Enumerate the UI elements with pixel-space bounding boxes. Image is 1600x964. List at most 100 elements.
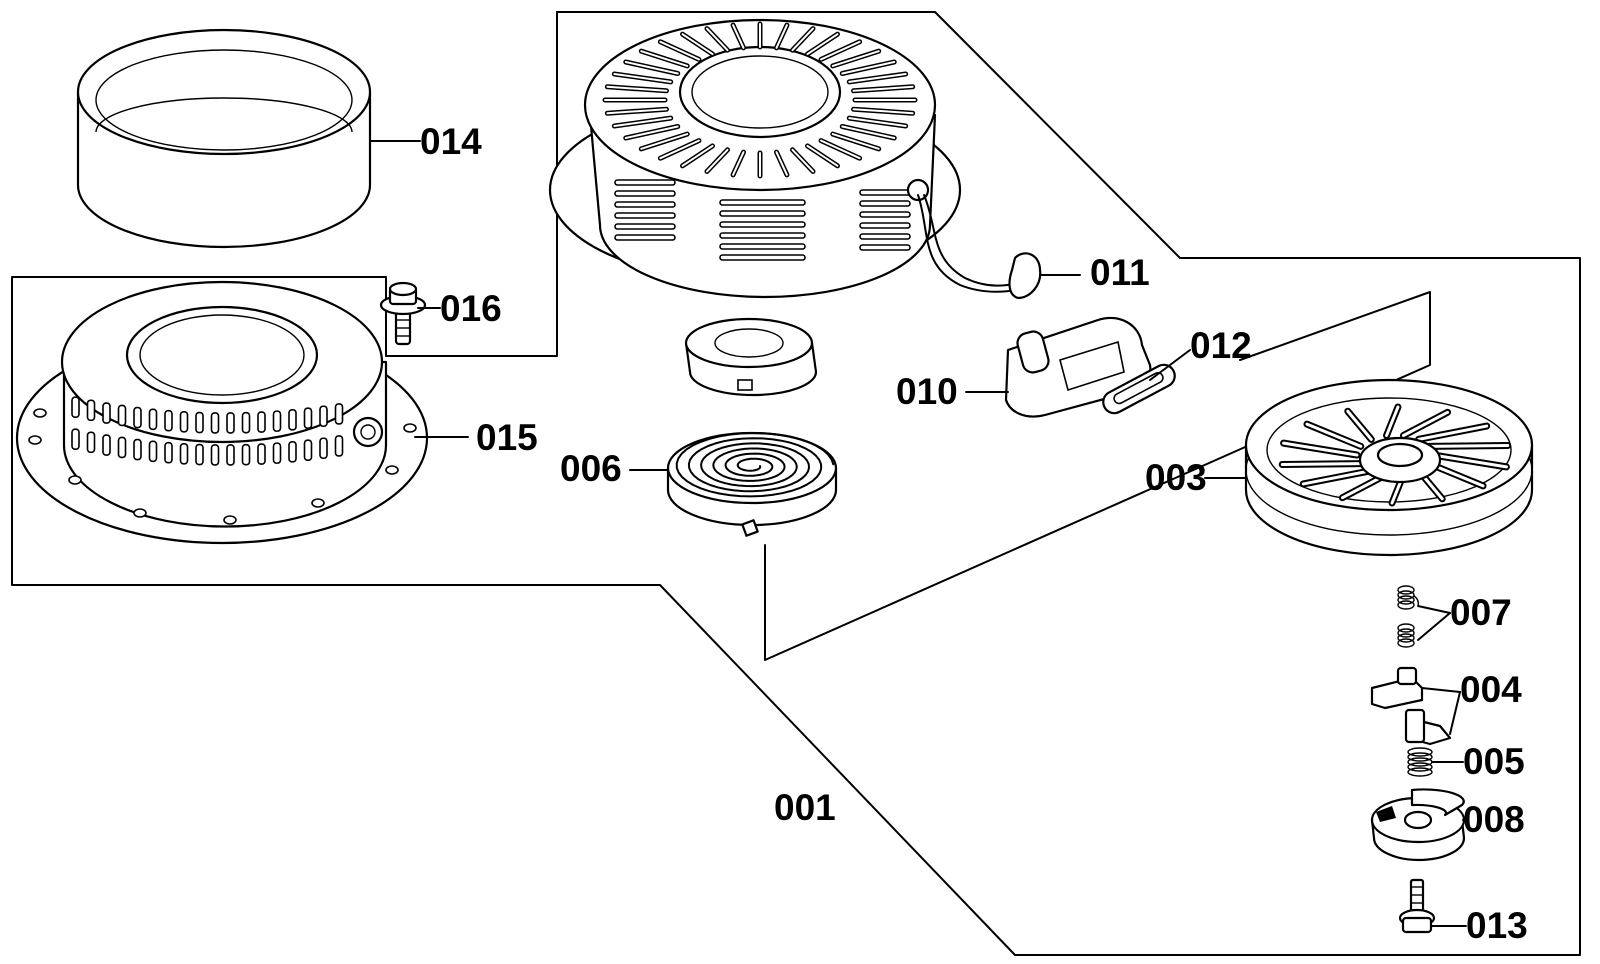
vent-slot: [257, 443, 266, 465]
reel-spoke-inner: [1401, 410, 1450, 438]
label-001: 001: [774, 787, 836, 828]
inner-group-boundary: [764, 291, 1431, 661]
cover-slot-inner: [705, 27, 729, 52]
side-slot: [614, 201, 676, 208]
cover-slot-inner: [705, 148, 729, 173]
coil-turn: [1397, 638, 1415, 648]
cover-slot-inner: [613, 117, 672, 127]
vent-slot: [148, 440, 158, 463]
coil-turn: [1397, 623, 1415, 633]
cover-slot-inner: [732, 24, 745, 49]
part-016-bolt: [379, 281, 427, 346]
coil-turn: [1397, 600, 1415, 610]
vent-slot: [241, 411, 251, 434]
vent-slot: [288, 441, 297, 463]
cover-slot-inner: [831, 133, 880, 150]
part-starter-cover: [548, 18, 962, 299]
flange-hole: [385, 465, 399, 475]
side-slot: [614, 179, 676, 186]
leader-lines: [369, 140, 1467, 927]
part-006-spring: [666, 431, 838, 537]
vent-slot: [272, 442, 282, 464]
reel-spoke-inner: [1417, 424, 1489, 441]
part-bushing: [684, 317, 818, 397]
vent-slot: [133, 406, 142, 429]
reel-spoke-inner: [1305, 422, 1363, 448]
vent-slot: [179, 442, 189, 465]
cover-slot-inner: [606, 85, 668, 92]
vent-slot: [195, 411, 204, 434]
reel-spoke-inner: [1431, 453, 1508, 469]
label-004: 004: [1460, 669, 1522, 710]
cover-slot-inner: [732, 151, 745, 176]
cover-slot-inner: [831, 50, 880, 67]
cover-slot-inner: [806, 33, 839, 56]
side-slot: [719, 221, 806, 228]
side-slot: [859, 211, 911, 218]
label-003: 003: [1145, 457, 1207, 498]
cover-slot-inner: [640, 133, 689, 150]
reel-spoke-inner: [1280, 462, 1363, 466]
side-slot: [859, 233, 911, 240]
vent-slot: [133, 438, 142, 461]
cover-slot-inner: [820, 40, 861, 61]
flange-hole: [68, 475, 82, 485]
side-slot: [859, 200, 911, 207]
vent-slot: [288, 409, 297, 431]
vent-slot: [71, 428, 80, 450]
side-slot: [719, 243, 806, 250]
part-005-spring: [1407, 747, 1433, 777]
cover-slot-inner: [775, 24, 788, 49]
side-slot: [614, 190, 676, 197]
frame-016-box: [371, 11, 558, 357]
cover-slot-inner: [659, 139, 700, 160]
vent-slot: [257, 411, 266, 433]
cover-slot-inner: [841, 125, 896, 139]
side-slot: [859, 189, 911, 196]
part-013-screw: [1398, 878, 1436, 934]
cover-slot-inner: [775, 151, 788, 176]
vent-slot: [195, 443, 204, 466]
vent-slot: [164, 441, 173, 464]
vent-slot: [210, 412, 220, 434]
cover-slot-inner: [791, 148, 815, 173]
vent-slot: [117, 436, 127, 459]
flange-hole: [311, 498, 325, 508]
flange-hole: [133, 508, 147, 518]
cover-slot-inner: [848, 73, 907, 83]
side-slot: [859, 222, 911, 229]
part-015-case: [15, 280, 429, 545]
reel-spoke-inner: [1282, 441, 1359, 457]
vent-slot: [102, 402, 111, 424]
label-012: 012: [1190, 325, 1252, 366]
flange-hole: [33, 408, 47, 418]
coil-turn: [1407, 752, 1433, 762]
vent-slot: [226, 444, 235, 466]
reel-spoke-inner: [1301, 469, 1373, 486]
side-slot: [859, 244, 911, 251]
coil-turn: [1407, 747, 1433, 757]
coil-turn: [1407, 762, 1433, 772]
vent-slot: [226, 412, 235, 434]
cover-slot-inner: [624, 125, 679, 139]
part-004-pawls: [1370, 666, 1452, 746]
vent-slot: [334, 435, 344, 457]
coil-turn: [1397, 590, 1415, 600]
cover-slot-inner: [806, 144, 839, 167]
side-slot: [719, 254, 806, 261]
cover-slot-inner: [852, 85, 914, 92]
vent-slot: [210, 444, 220, 466]
part-008-guide: [1370, 788, 1466, 862]
cover-slot-inner: [791, 27, 815, 52]
assembly-boundary-001: [11, 11, 1581, 956]
vent-slot: [102, 434, 111, 456]
coil-turn: [1407, 767, 1433, 777]
vent-slot: [319, 437, 328, 460]
flange-hole: [403, 423, 417, 433]
label-006: 006: [560, 448, 622, 489]
cover-slot-inner: [659, 40, 700, 61]
side-slot: [719, 199, 806, 206]
cover-slot-inner: [681, 144, 714, 167]
vent-slot: [86, 399, 96, 422]
